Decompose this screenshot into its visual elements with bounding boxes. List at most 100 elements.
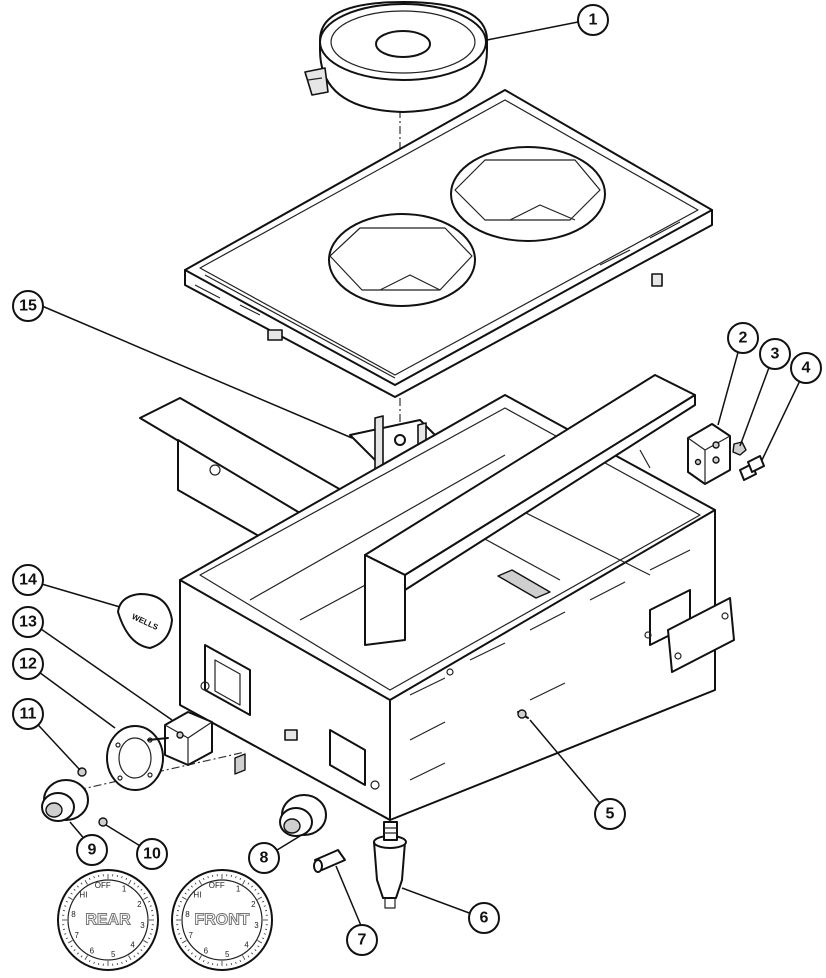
dial-number: 2 — [137, 900, 142, 909]
dial-tick — [143, 940, 149, 944]
dial-number: 7 — [188, 931, 193, 940]
burner-element — [304, 1, 488, 113]
dial-tick — [121, 876, 123, 879]
dial-tick — [190, 952, 193, 955]
front-dial-label: FRONT — [194, 912, 249, 929]
dial-tick — [148, 937, 151, 940]
svg-text:2: 2 — [739, 330, 748, 347]
dial-tick — [254, 949, 257, 952]
dial-tick — [73, 949, 76, 952]
front-knob — [279, 794, 327, 837]
dial-tick — [65, 937, 68, 940]
rear-knob — [41, 779, 89, 822]
dial-tick — [143, 896, 149, 900]
dial-tick — [93, 961, 95, 964]
dial-tick — [263, 933, 266, 935]
svg-text:10: 10 — [143, 846, 161, 863]
dial-tick — [187, 888, 190, 891]
dial-tick — [88, 877, 91, 880]
dial-tick — [64, 905, 67, 907]
dial-number: 5 — [225, 950, 230, 959]
dial-number: 4 — [130, 940, 135, 949]
callout-8: 8 — [248, 842, 280, 874]
spacer-sleeve — [313, 849, 346, 873]
svg-text:15: 15 — [19, 298, 37, 315]
dial-tick — [239, 960, 242, 963]
dial-number: 8 — [71, 910, 76, 919]
main-housing — [179, 394, 716, 821]
dial-tick — [239, 877, 242, 880]
dial-tick — [80, 955, 83, 958]
dial-tick — [262, 900, 265, 903]
dial-tick — [80, 882, 83, 885]
dial-tick — [251, 885, 254, 888]
svg-text:11: 11 — [20, 706, 37, 723]
dial-tick — [257, 945, 260, 948]
dial-tick — [235, 876, 237, 879]
dial-tick — [247, 955, 250, 958]
callout-7: 7 — [346, 924, 378, 956]
dial-tick — [137, 952, 140, 955]
dial-tick — [202, 877, 205, 880]
callout-1: 1 — [577, 4, 609, 36]
dial-tick — [247, 882, 250, 885]
callout-10: 10 — [136, 838, 168, 870]
dial-tick — [187, 949, 190, 952]
dial-tick — [65, 900, 68, 903]
dial-number: 3 — [254, 921, 259, 930]
dial-tick — [194, 955, 197, 958]
dial-tick — [148, 900, 151, 903]
dial-tick — [140, 949, 143, 952]
dial-tick — [178, 933, 181, 935]
dial-tick — [128, 879, 132, 885]
leg — [373, 821, 407, 909]
dial-tick — [194, 882, 197, 885]
side-cover-plate — [667, 597, 735, 673]
dial-number: 1 — [122, 884, 127, 893]
callout-3: 3 — [759, 338, 791, 370]
callout-5: 5 — [594, 798, 626, 830]
svg-text:5: 5 — [606, 806, 615, 823]
right-heat-shield — [364, 374, 696, 646]
dial-tick — [251, 952, 254, 955]
dial-number: 7 — [74, 931, 79, 940]
dial-tick — [93, 876, 95, 879]
dial-number: 4 — [244, 940, 249, 949]
dial-number: 2 — [251, 900, 256, 909]
dial-tick — [73, 888, 76, 891]
dial-tick — [143, 945, 146, 948]
dial-tick — [64, 933, 67, 935]
dial-number: 1 — [236, 884, 241, 893]
terminal-block — [687, 423, 731, 485]
dial-tick — [181, 940, 187, 944]
dial-tick — [202, 960, 205, 963]
dial-tick — [178, 905, 181, 907]
dial-tick — [76, 885, 79, 888]
dial-tick — [149, 905, 152, 907]
small-screw-bottom — [98, 817, 108, 827]
callout-11: 11 — [12, 698, 44, 730]
dial-tick — [67, 940, 73, 944]
callout-2: 2 — [727, 322, 759, 354]
wire-connectors — [739, 455, 765, 481]
brand-badge: WELLS — [117, 593, 173, 649]
dial-tick — [198, 955, 202, 961]
svg-text:12: 12 — [19, 656, 37, 673]
dial-tick — [254, 888, 257, 891]
svg-text:7: 7 — [358, 932, 367, 949]
dial-tick — [263, 905, 266, 907]
dial-number: OFF — [95, 881, 111, 890]
dial-tick — [257, 892, 260, 895]
dial-number: HI — [193, 891, 201, 900]
dial-number: HI — [79, 891, 87, 900]
dial-tick — [242, 879, 246, 885]
dial-tick — [133, 955, 136, 958]
dial-number: OFF — [209, 881, 225, 890]
top-plate — [184, 89, 713, 398]
dial-tick — [179, 900, 182, 903]
callout-6: 6 — [468, 902, 500, 934]
svg-text:9: 9 — [88, 842, 97, 859]
dial-tick — [125, 877, 128, 880]
